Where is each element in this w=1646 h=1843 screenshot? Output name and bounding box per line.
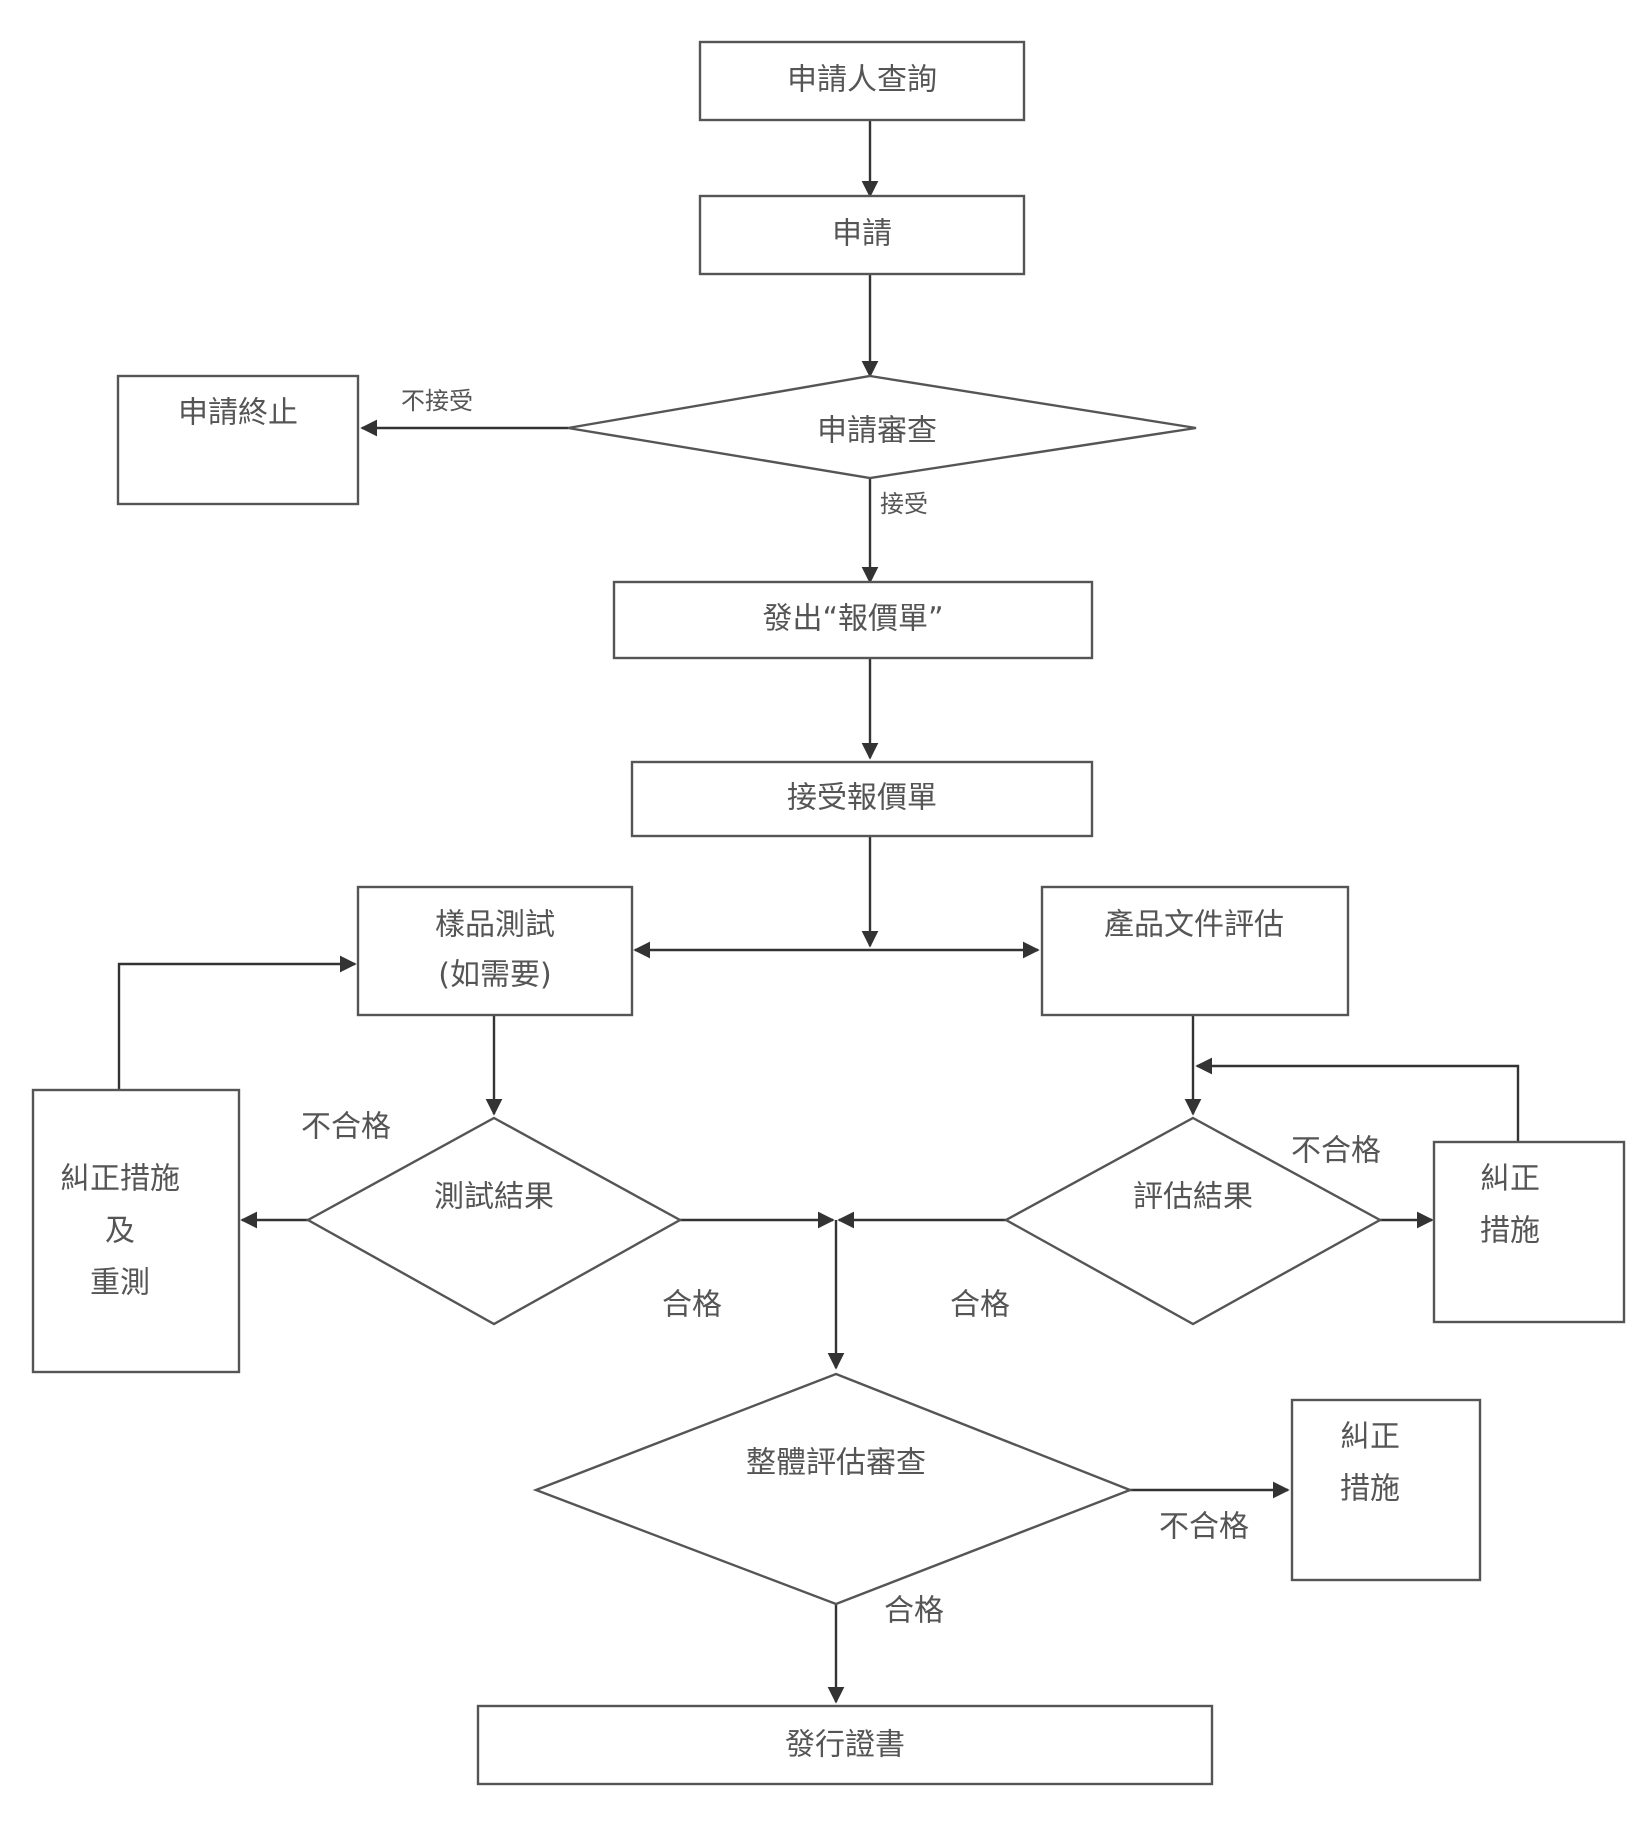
node-sample-test — [356, 885, 634, 1017]
node-app-terminated — [116, 374, 360, 506]
node-issue-cert-label: 發行證書 — [785, 1728, 905, 1763]
node-corrective-retest-label-1: 糾正措施 — [60, 1162, 180, 1197]
node-corrective-right-label-2: 措施 — [1480, 1214, 1540, 1249]
node-corrective-bottom — [1290, 1398, 1482, 1582]
edge-corrective-right-loop — [1195, 1057, 1520, 1142]
node-test-result-label: 測試結果 — [434, 1180, 554, 1215]
edge-corrective-retest-loop — [117, 955, 357, 1090]
node-doc-eval-label: 產品文件評估 — [1104, 908, 1284, 943]
node-accept-quote-label: 接受報價單 — [787, 781, 937, 816]
edge-label-overall-pass: 合格 — [884, 1594, 944, 1629]
nodes: 申請人查詢 申請 申請審查 申請終止 發出“報價單” 接受報價單 樣品測試 (如… — [31, 40, 1626, 1786]
node-sample-test-label-1: 樣品測試 — [435, 908, 555, 943]
edge-label-overall-fail: 不合格 — [1159, 1510, 1249, 1545]
node-corrective-retest — [31, 1088, 241, 1374]
node-issue-quote-label: 發出“報價單” — [762, 602, 943, 637]
node-application — [698, 194, 1026, 276]
edge-label-accepted: 接受 — [880, 490, 928, 518]
edges — [117, 120, 1520, 1704]
node-inquiry — [698, 40, 1026, 122]
node-overall-review — [532, 1372, 1134, 1606]
node-corrective-right — [1432, 1140, 1626, 1324]
edge-label-not-accepted: 不接受 — [401, 387, 473, 415]
node-corrective-retest-label-2: 及 — [105, 1214, 135, 1249]
node-issue-cert — [476, 1704, 1214, 1786]
node-sample-test-label-2: (如需要) — [438, 958, 551, 993]
node-application-label: 申請 — [832, 217, 892, 252]
node-corrective-bottom-label-1: 糾正 — [1340, 1420, 1400, 1455]
edge-label-test-pass: 合格 — [662, 1288, 722, 1323]
edge-label-test-fail: 不合格 — [301, 1110, 391, 1145]
node-test-result — [305, 1116, 683, 1326]
node-issue-quote — [612, 580, 1094, 660]
node-app-review-label: 申請審查 — [817, 414, 937, 449]
node-accept-quote — [630, 760, 1094, 838]
edge-label-eval-pass: 合格 — [950, 1288, 1010, 1323]
node-corrective-right-label-1: 糾正 — [1480, 1162, 1540, 1197]
edge-labels: 不接受 接受 不合格 合格 不合格 合格 不合格 合格 — [301, 387, 1381, 1629]
node-corrective-bottom-label-2: 措施 — [1340, 1472, 1400, 1507]
node-eval-result — [1003, 1116, 1383, 1326]
node-inquiry-label: 申請人查詢 — [787, 63, 937, 98]
node-app-terminated-label: 申請終止 — [178, 396, 298, 431]
node-doc-eval — [1040, 885, 1350, 1017]
node-overall-review-label: 整體評估審查 — [746, 1446, 926, 1481]
node-corrective-retest-label-3: 重測 — [90, 1266, 150, 1301]
node-app-review — [567, 374, 1197, 480]
edge-label-eval-fail: 不合格 — [1291, 1134, 1381, 1169]
node-eval-result-label: 評估結果 — [1133, 1180, 1253, 1215]
